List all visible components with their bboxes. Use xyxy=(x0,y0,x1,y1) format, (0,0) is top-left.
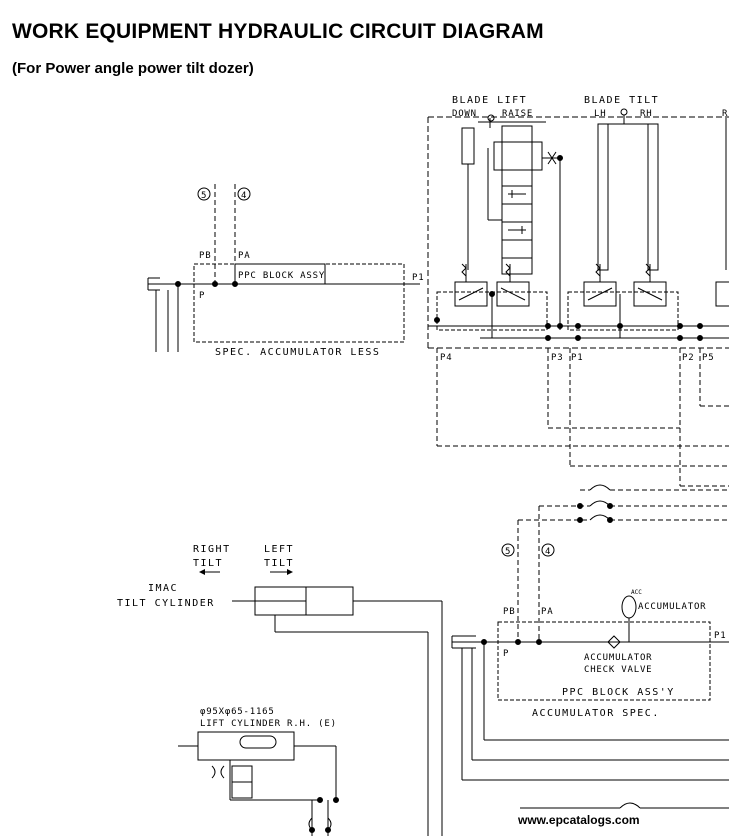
control-valve-frame xyxy=(427,116,729,487)
label-raise: RAISE xyxy=(502,109,533,119)
junction-dot xyxy=(677,335,683,341)
gauge-port xyxy=(487,114,495,122)
ppc-block-assy-lower-label: PPC BLOCK ASS'Y xyxy=(562,687,675,698)
junction-dot xyxy=(617,323,623,329)
port-pa-label: PA xyxy=(238,251,250,261)
junction-dot xyxy=(515,639,521,645)
label-blade-lift: BLADE LIFT xyxy=(452,95,527,106)
junction-dot xyxy=(212,281,218,287)
line-crossover xyxy=(619,802,641,809)
junction-dot xyxy=(232,281,238,287)
lower-pilot-lines xyxy=(517,484,729,642)
junction-dot xyxy=(557,323,563,329)
port-pb-lower-label: PB xyxy=(503,607,515,617)
port-pa-lower-label: PA xyxy=(541,607,553,617)
port-pb-label: PB xyxy=(199,251,211,261)
accumulator-spec-label: ACCUMULATOR SPEC. xyxy=(532,708,660,719)
junction-dot xyxy=(481,639,487,645)
check-valve-label-1: ACCUMULATOR xyxy=(584,653,652,663)
label-down: DOWN xyxy=(452,109,477,119)
junction-dot xyxy=(545,335,551,341)
junction-dot xyxy=(434,317,440,323)
port-circle-4-lower xyxy=(541,543,555,557)
junction-dot xyxy=(607,503,613,509)
watermark: www.epcatalogs.com xyxy=(517,813,640,827)
junction-dot xyxy=(333,797,339,803)
blade-lift-cylinders xyxy=(461,118,561,330)
port-p2-label: P2 xyxy=(682,353,694,363)
label-lh: LH xyxy=(594,109,606,119)
junction-dot xyxy=(309,827,315,833)
junction-dot xyxy=(575,323,581,329)
port-p5-label: P5 xyxy=(702,353,714,363)
label-imac: IMAC xyxy=(148,583,178,594)
junction-dot xyxy=(489,291,495,297)
junction-dot xyxy=(175,281,181,287)
upper-ppc-block xyxy=(147,184,420,352)
junction-dot xyxy=(677,323,683,329)
junction-dot xyxy=(545,323,551,329)
label-right-tilt-2: TILT xyxy=(193,558,223,569)
lift-cylinder-rh xyxy=(178,731,337,836)
junction-dot xyxy=(575,335,581,341)
acc-label: ACC xyxy=(631,589,642,596)
label-right-tilt-1: RIGHT xyxy=(193,544,231,555)
junction-dot xyxy=(577,517,583,523)
junction-dot xyxy=(577,503,583,509)
port-circle-5 xyxy=(197,187,211,201)
label-tilt-cylinder: TILT CYLINDER xyxy=(117,598,215,609)
junction-dot xyxy=(536,639,542,645)
label-left-tilt-2: TILT xyxy=(264,558,294,569)
lift-cylinder-rh-label: LIFT CYLINDER R.H. (E) xyxy=(200,719,337,729)
blade-tilt-cylinders xyxy=(597,108,727,271)
port-circle-5-lower xyxy=(501,543,515,557)
port-circle-4 xyxy=(237,187,251,201)
junction-dot xyxy=(607,517,613,523)
port-p4-label: P4 xyxy=(440,353,452,363)
diagram-title: WORK EQUIPMENT HYDRAULIC CIRCUIT DIAGRAM xyxy=(12,20,544,43)
circle-4-text: 4 xyxy=(241,191,247,201)
check-valve-label-2: CHECK VALVE xyxy=(584,665,652,675)
label-rh: RH xyxy=(640,109,652,119)
circle-5-text: 5 xyxy=(201,191,207,201)
lift-cylinder-size-label: φ95Xφ65-1165 xyxy=(200,707,275,717)
lower-ppc-block xyxy=(451,595,729,781)
port-p1-lower-label: P1 xyxy=(571,353,583,363)
junction-dot xyxy=(697,323,703,329)
label-left-tilt-1: LEFT xyxy=(264,544,294,555)
port-p-lower-label: P xyxy=(503,649,509,659)
diagram-subtitle: (For Power angle power tilt dozer) xyxy=(12,60,254,77)
circle-4-lower-text: 4 xyxy=(545,547,551,557)
junction-dot xyxy=(697,335,703,341)
junction-dot xyxy=(317,797,323,803)
label-blade-tilt: BLADE TILT xyxy=(584,95,659,106)
ppc-block-assy-label: PPC BLOCK ASSY xyxy=(238,271,325,281)
port-p3-label: P3 xyxy=(551,353,563,363)
junction-dot xyxy=(325,827,331,833)
port-p-label: P xyxy=(199,291,205,301)
junction-dot xyxy=(557,155,563,161)
label-r-partial: R xyxy=(722,109,728,119)
circle-5-lower-text: 5 xyxy=(505,547,511,557)
accumulator-label: ACCUMULATOR xyxy=(638,602,706,612)
port-p1-label: P1 xyxy=(412,273,424,283)
imac-tilt-cylinder xyxy=(232,586,443,836)
port-p1-lower2-label: P1 xyxy=(714,631,726,641)
spec-accumulator-less-label: SPEC. ACCUMULATOR LESS xyxy=(215,347,380,358)
